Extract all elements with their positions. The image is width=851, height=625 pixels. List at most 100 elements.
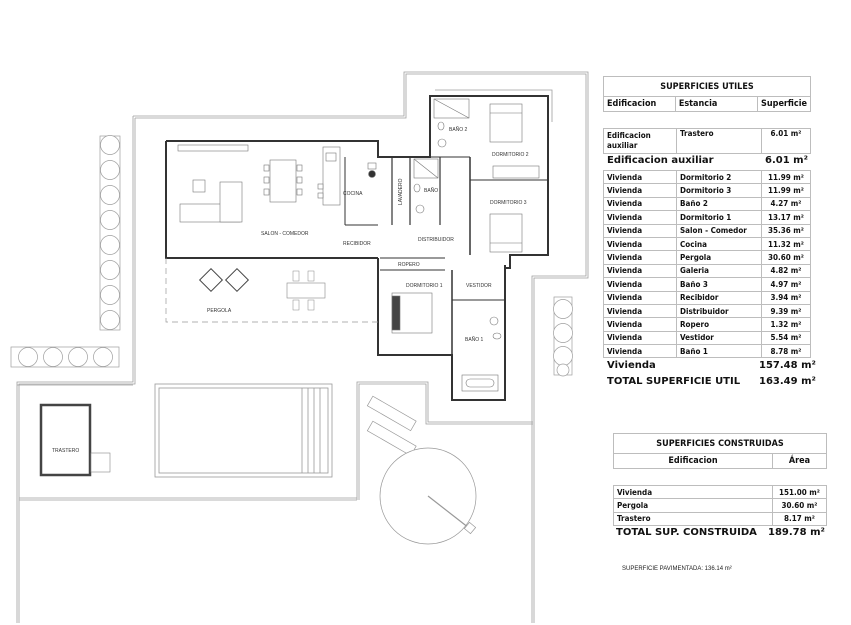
floor-plan: SALON - COMEDOR COCINA LAVADERO BAÑO BAÑ… <box>10 71 589 623</box>
cell-area: 8.17 m² <box>772 511 827 527</box>
cell-edificacion: Vivienda <box>603 330 677 346</box>
house-walls <box>165 95 549 401</box>
terrace-outline <box>17 89 553 501</box>
cell-superficie: 4.82 m² <box>761 263 811 279</box>
room-label-vestidor: VESTIDOR <box>466 283 492 289</box>
utiles-header-table: SUPERFICIES UTILES Edificacion Estancia … <box>603 76 811 112</box>
util-grand-total-value: 163.49 m² <box>759 376 816 387</box>
cell-edificacion: Vivienda <box>603 223 677 238</box>
pool <box>154 383 333 478</box>
construidas-header-table: SUPERFICIES CONSTRUIDAS Edificacion Área <box>613 433 827 469</box>
cell-superficie: 9.39 m² <box>761 303 811 319</box>
construidas-title: SUPERFICIES CONSTRUIDAS <box>613 433 827 454</box>
cell-superficie: 11.99 m² <box>761 169 811 185</box>
cell-superficie: 11.32 m² <box>761 236 811 252</box>
room-label-trastero: TRASTERO <box>52 448 79 454</box>
room-labels: SALON - COMEDOR COCINA LAVADERO BAÑO BAÑ… <box>52 126 529 454</box>
room-label-bano: BAÑO <box>424 187 438 194</box>
room-label-pergola: PERGOLA <box>207 308 232 314</box>
cell-superficie: 30.60 m² <box>761 250 811 265</box>
cell-edificacion: Vivienda <box>613 484 773 500</box>
pergola-area <box>165 258 378 323</box>
salon-furniture <box>177 144 377 223</box>
hedge-left <box>99 135 121 331</box>
room-label-recibidor: RECIBIDOR <box>343 241 371 247</box>
util-grand-total-label: TOTAL SUPERFICIE UTIL <box>607 376 741 387</box>
room-label-bano2: BAÑO 2 <box>449 126 468 133</box>
room-label-salon-comedor: SALON - COMEDOR <box>261 231 309 237</box>
hedge-right <box>553 296 573 377</box>
cell-estancia: Cocina <box>676 236 762 252</box>
cell-estancia: Dormitorio 2 <box>676 169 762 185</box>
cell-superficie: 4.27 m² <box>761 196 811 212</box>
cell-edificacion: Trastero <box>613 511 773 527</box>
cell-edificacion: Vivienda <box>603 290 677 305</box>
cell-estancia: Galeria <box>676 263 762 279</box>
cell-estancia: Baño 3 <box>676 277 762 292</box>
cell-superficie: 5.54 m² <box>761 330 811 346</box>
plot-boundary <box>16 71 589 623</box>
cell-estancia: Vestidor <box>676 330 762 346</box>
cell-edificacion: Pergola <box>613 498 773 513</box>
superficie-pavimentada-note: SUPERFICIE PAVIMENTADA: 136.14 m² <box>622 566 732 572</box>
cell-estancia: Distribuidor <box>676 303 762 319</box>
utiles-col-edificacion: Edificacion <box>603 96 676 112</box>
cell-edificacion: Vivienda <box>603 303 677 319</box>
vivienda-total-value: 157.48 m² <box>759 360 816 371</box>
cell-edificacion: Vivienda <box>603 236 677 252</box>
room-label-distribuidor: DISTRIBUIDOR <box>418 237 454 243</box>
cell-estancia: Baño 1 <box>676 344 762 359</box>
cell-superficie: 1.32 m² <box>761 317 811 332</box>
cell-estancia: Ropero <box>676 317 762 332</box>
cell-area: 151.00 m² <box>772 484 827 500</box>
cell-superficie: 8.78 m² <box>761 344 811 359</box>
cell-edificacion: Vivienda <box>603 344 677 359</box>
cell-estancia: Dormitorio 3 <box>676 183 762 198</box>
construida-total-label: TOTAL SUP. CONSTRUIDA <box>616 527 757 538</box>
construida-total-value: 189.78 m² <box>768 527 825 538</box>
room-label-lavadero: LAVADERO <box>398 178 404 205</box>
trastero-building <box>39 403 111 477</box>
cell-edificacion: Vivienda <box>603 250 677 265</box>
cell-superficie: 35.36 m² <box>761 223 811 238</box>
room-label-cocina: COCINA <box>343 191 363 197</box>
cell-edificacion: Vivienda <box>603 183 677 198</box>
room-label-dormitorio3: DORMITORIO 3 <box>490 200 527 206</box>
cell-edificacion: Vivienda <box>603 169 677 185</box>
utiles-auxiliar-table: Edificacion auxiliar Trastero 6.01 m² <box>603 128 811 154</box>
room-label-dormitorio2: DORMITORIO 2 <box>492 152 529 158</box>
auxiliar-edificacion: Edificacion auxiliar <box>603 128 677 154</box>
construidas-col-edificacion: Edificacion <box>613 453 773 469</box>
cell-estancia: Salon - Comedor <box>676 223 762 238</box>
cell-area: 30.60 m² <box>772 498 827 513</box>
cell-superficie: 4.97 m² <box>761 277 811 292</box>
cell-superficie: 3.94 m² <box>761 290 811 305</box>
cell-edificacion: Vivienda <box>603 210 677 225</box>
auxiliar-total-label: Edificacion auxiliar <box>607 155 714 166</box>
bath-fixtures <box>413 98 502 340</box>
utiles-col-superficie: Superficie <box>757 96 811 112</box>
cell-edificacion: Vivienda <box>603 263 677 279</box>
room-label-ropero: ROPERO <box>398 262 420 268</box>
cell-edificacion: Vivienda <box>603 196 677 212</box>
hedge-bottom-left <box>10 346 120 368</box>
cell-edificacion: Vivienda <box>603 317 677 332</box>
vivienda-total-label: Vivienda <box>607 360 656 371</box>
room-label-bano1: BAÑO 1 <box>465 336 484 343</box>
